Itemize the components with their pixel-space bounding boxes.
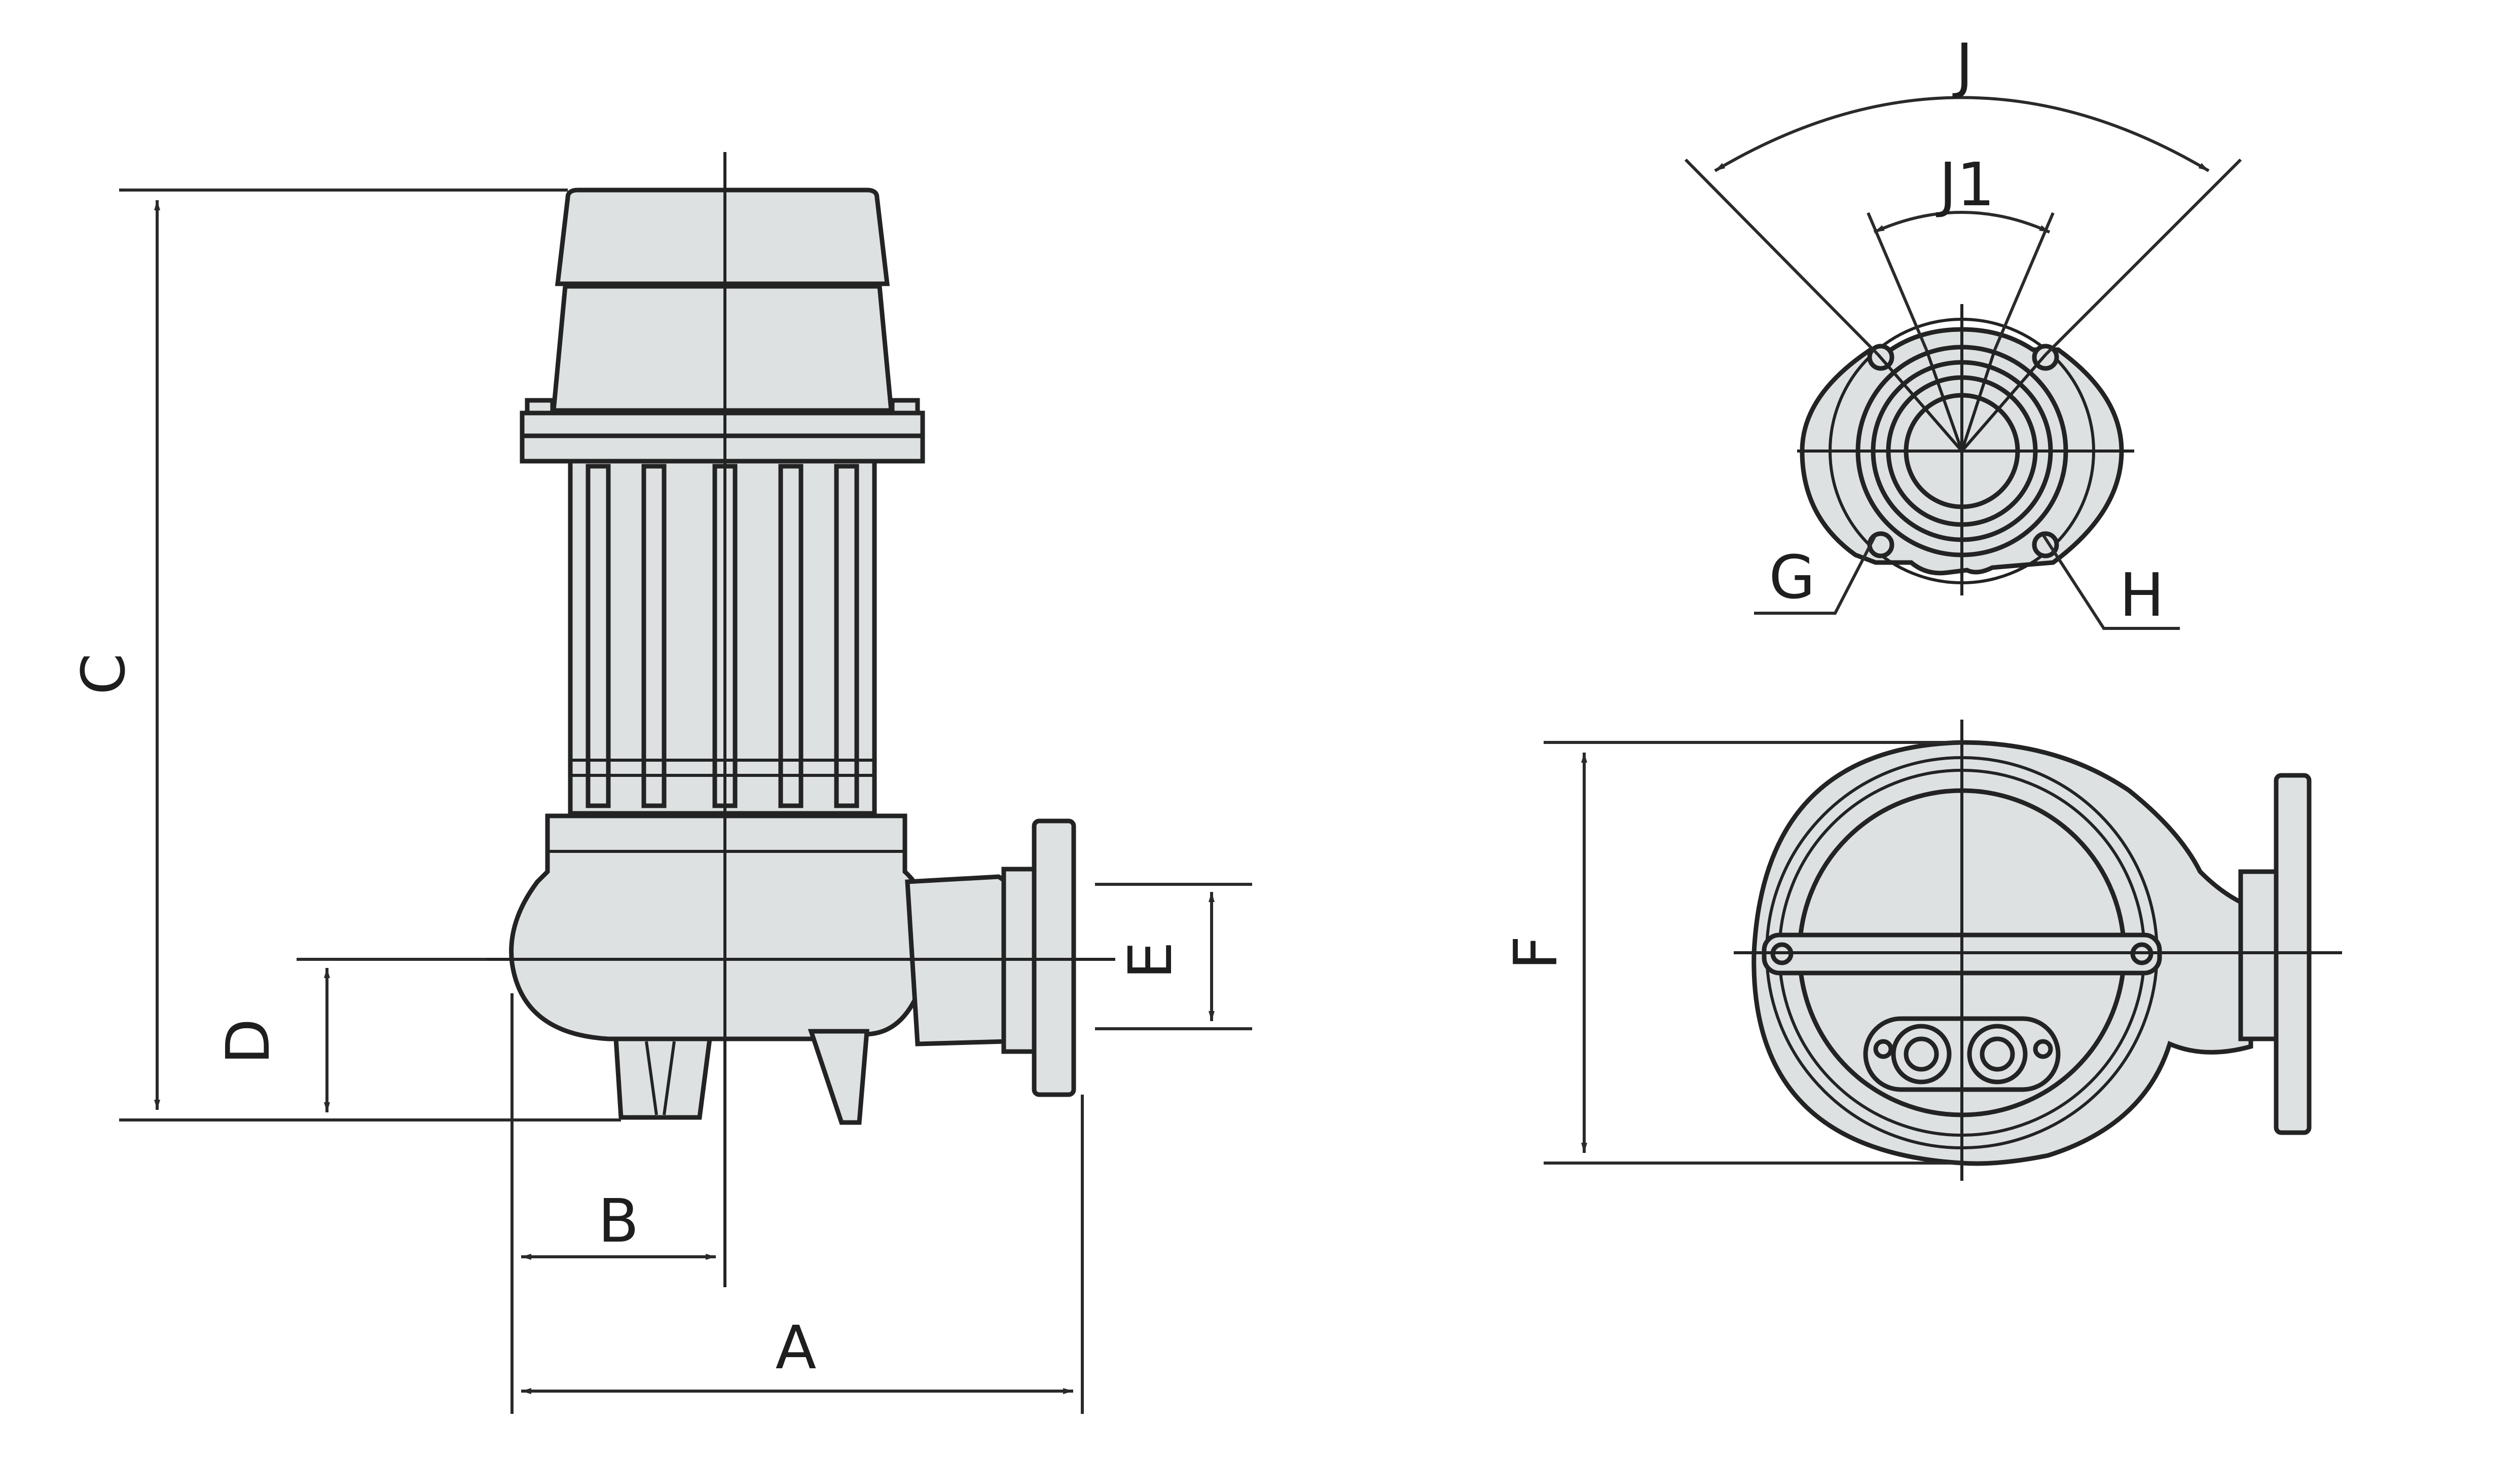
label-a: A [776,1313,817,1382]
top-view [1684,96,2242,630]
plan-view [1734,720,2342,1181]
discharge-collar-plan [2238,869,2279,1041]
motor-flange [520,410,925,438]
motor-flange-lower [520,433,925,464]
label-e: E [1115,942,1185,980]
label-g: G [1769,542,1815,612]
side-view [487,152,1115,1287]
label-b: B [598,1186,639,1256]
pump-foot-right [808,1029,869,1125]
label-j: J [1952,30,1974,100]
pump-housing [509,813,933,1041]
plan-view-dimensions [1544,741,1962,1165]
label-h: H [2120,560,2165,630]
label-c: C [68,653,138,695]
pump-foot-left [613,1036,713,1120]
label-d: D [213,1019,283,1065]
motor-cap [555,188,890,286]
label-f: F [1501,936,1571,970]
label-j1: J1 [1935,149,1995,219]
motor-upper-body [551,284,894,413]
side-view-dimensions [119,189,1252,1414]
